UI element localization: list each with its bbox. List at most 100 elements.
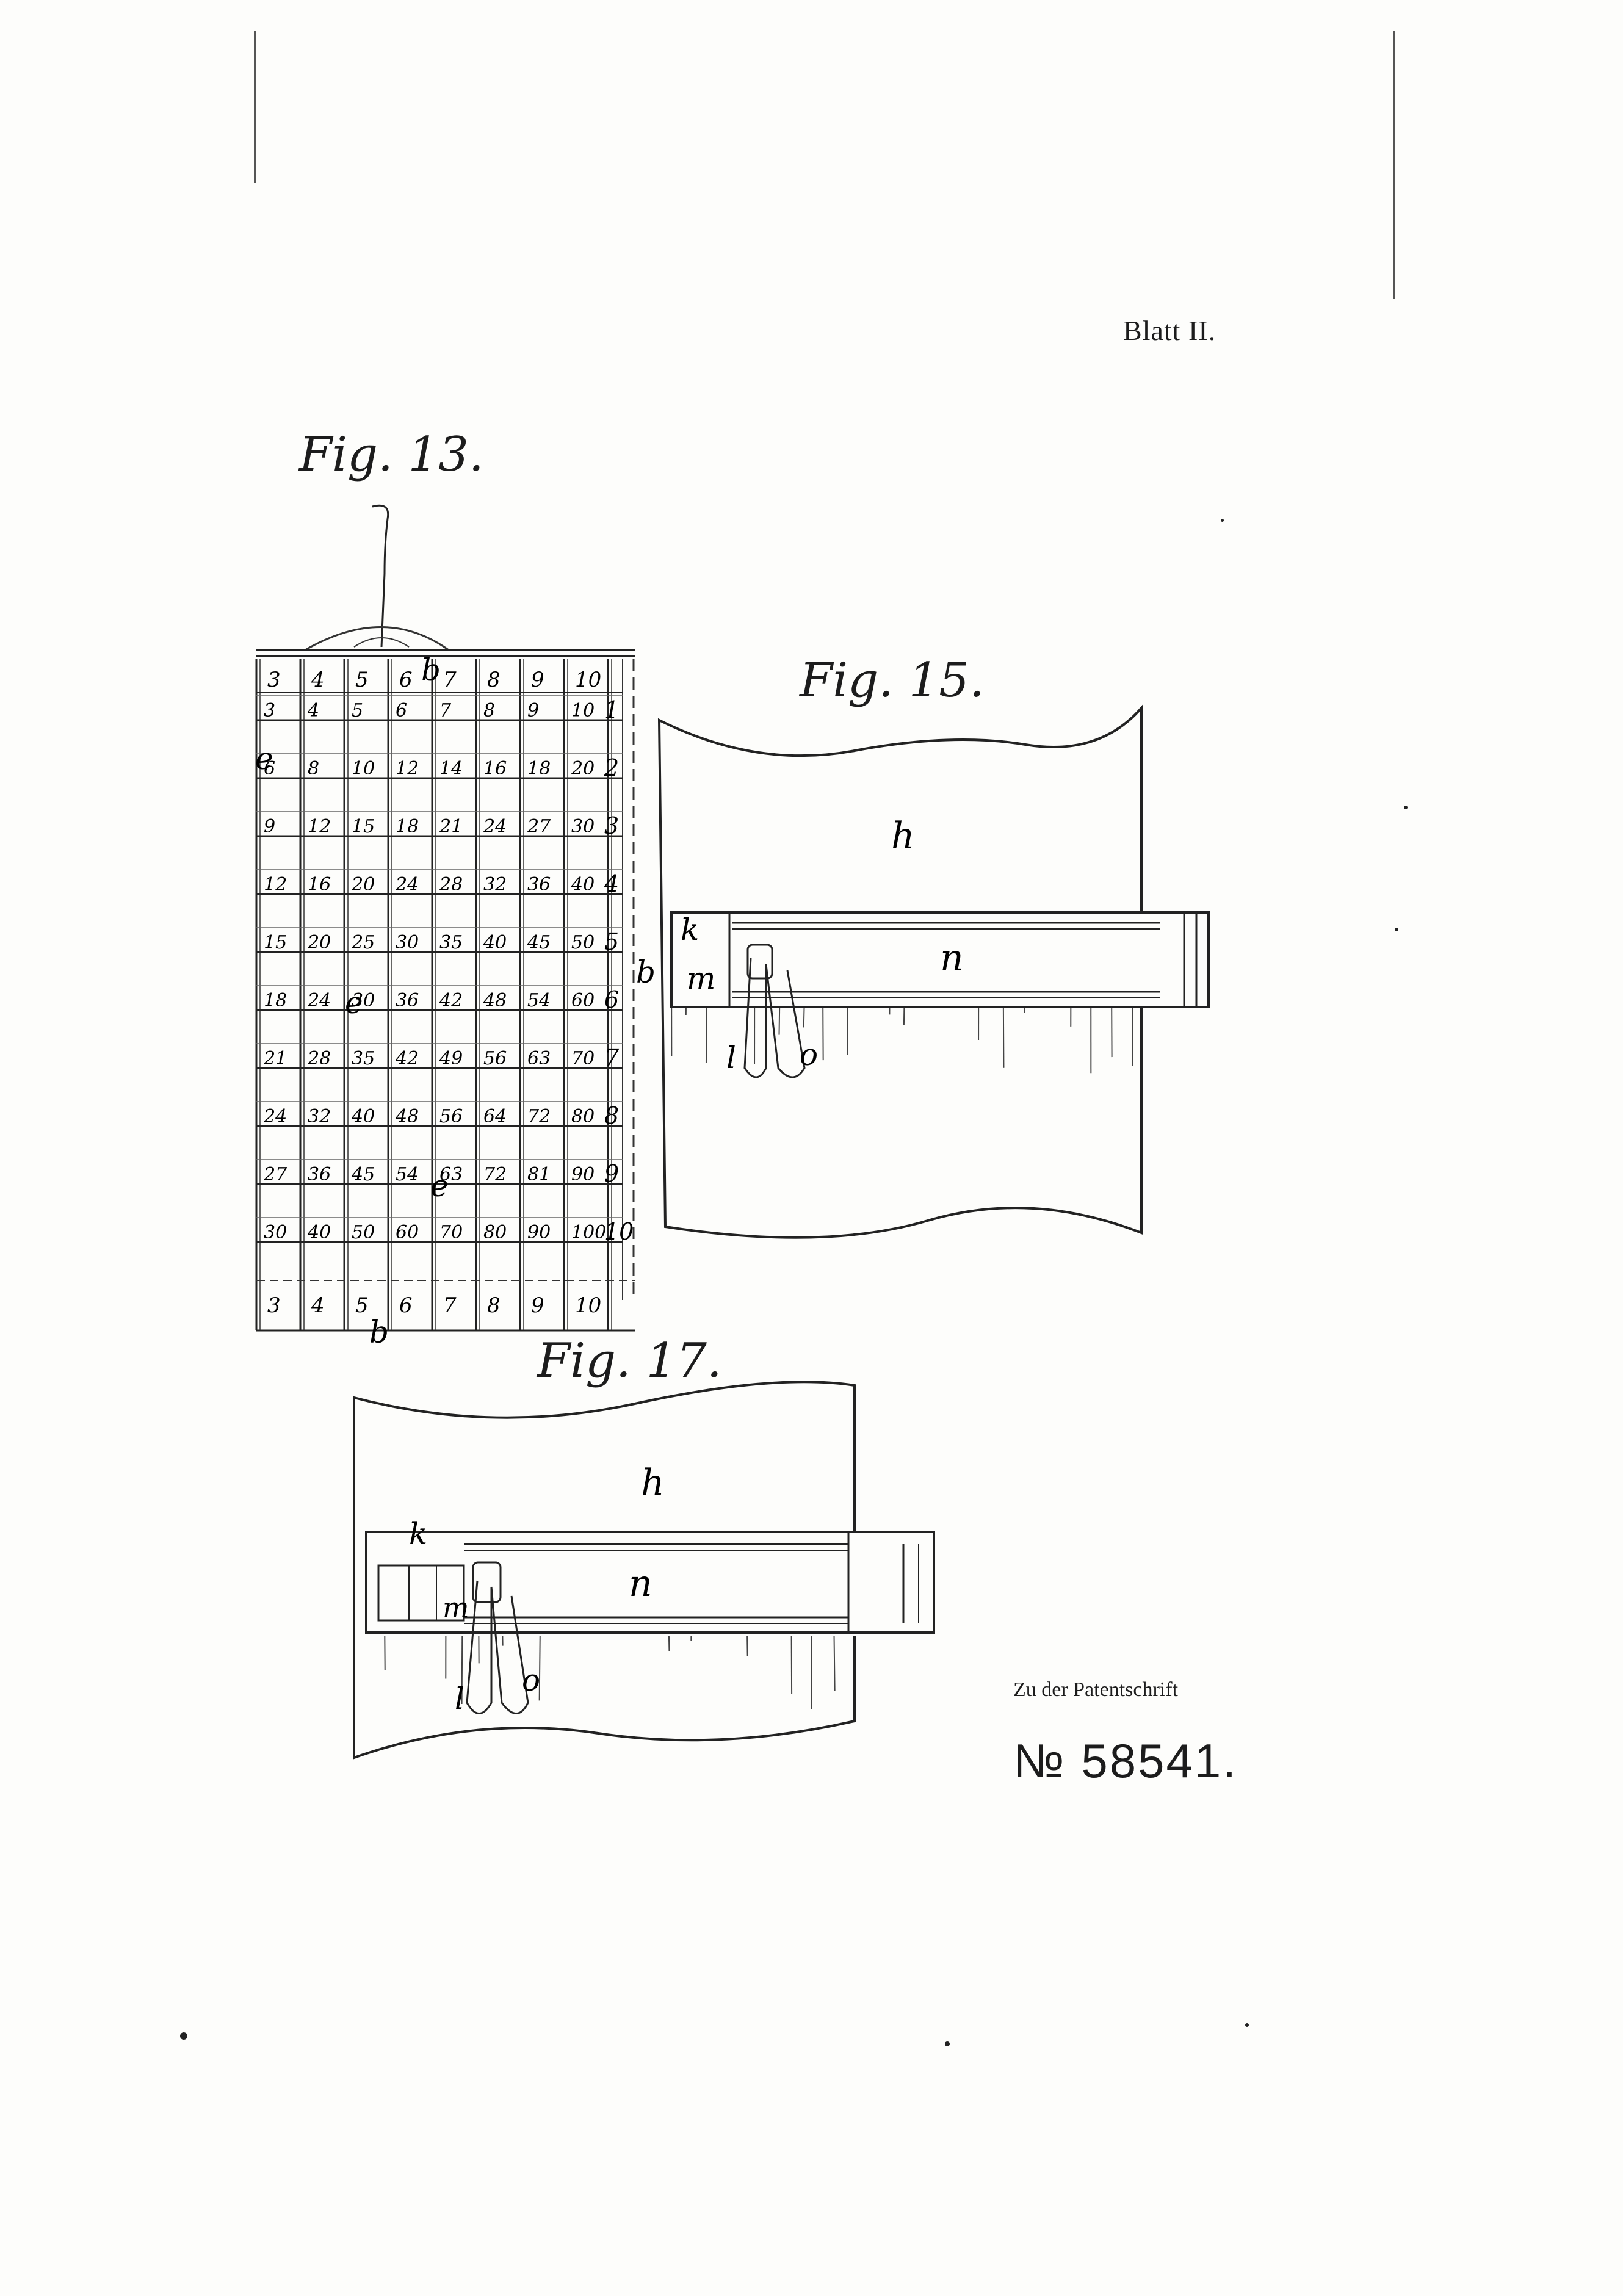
fig13-cell: 36 [396, 990, 419, 1011]
fig13-header-cell: 7 [443, 668, 457, 692]
fig13-cell: 63 [527, 1048, 551, 1069]
fig13-footer-cell: 9 [531, 1293, 544, 1318]
fig17-letter-h: h [641, 1462, 665, 1504]
fig13-cell: 9 [527, 700, 539, 721]
fig13-cell: 30 [352, 990, 375, 1011]
fig13-cell: 18 [396, 816, 419, 837]
speck [180, 2032, 187, 2040]
fig13-cell: 16 [308, 874, 331, 895]
fig13-cell: 35 [439, 932, 463, 953]
fig13-cell: 24 [483, 816, 507, 837]
fig13-cell: 40 [351, 1106, 375, 1127]
fig13-footer-cell: 3 [267, 1293, 281, 1318]
fig13-header-cell: 6 [399, 668, 413, 692]
fig13-header-cell: 9 [531, 668, 544, 692]
fig15-letter-k: k [681, 912, 699, 947]
fig15-letter-o: o [800, 1037, 818, 1072]
fig13-row-label: 1 [604, 696, 619, 723]
fig13-label: Fig. 13. [299, 427, 484, 482]
fig13-letter-b-bottom: b [369, 1315, 389, 1350]
right-margin-line [1393, 31, 1395, 299]
fig13-cell: 64 [483, 1106, 507, 1127]
fig13-letter-e-2: e [345, 985, 363, 1020]
fig13-cell: 28 [307, 1048, 331, 1069]
fig13-cell: 4 [307, 700, 319, 721]
fig13-cell: 60 [571, 990, 595, 1011]
fig13-row-label: 10 [604, 1218, 634, 1245]
fig13-cell: 63 [439, 1164, 463, 1185]
fig17-letter-n: n [629, 1562, 652, 1605]
fig13-cell: 70 [571, 1048, 595, 1069]
fig13-footer-cell: 4 [311, 1293, 325, 1318]
fig13-header-cell: 5 [355, 668, 369, 692]
fig13-cell: 6 [396, 700, 407, 721]
fig17-letter-o: o [522, 1662, 540, 1698]
fig13-cell: 90 [571, 1164, 595, 1185]
fig15-letter-h: h [891, 815, 915, 857]
fig13-cell: 20 [307, 932, 331, 953]
fig13-cell: 90 [527, 1222, 551, 1243]
fig13-cell: 35 [352, 1048, 375, 1069]
fig13-cell: 80 [571, 1106, 595, 1127]
fig13-cell: 54 [396, 1164, 419, 1185]
fig15-letter-m: m [687, 961, 715, 996]
fig13-header-cell: 8 [487, 668, 501, 692]
fig17-drawing: h k m n l o [353, 1381, 952, 1760]
fig13-row-label: 8 [604, 1102, 619, 1129]
fig13-header-cell: 3 [267, 668, 281, 692]
fig13-footer-cell: 10 [575, 1293, 601, 1318]
fig13-cell: 40 [307, 1222, 331, 1243]
fig13-cell: 21 [439, 816, 463, 837]
fig13-row-label: 6 [604, 986, 619, 1013]
fig17-letter-l: l [455, 1681, 464, 1716]
fig13-cell: 28 [439, 874, 463, 895]
fig13-cell: 24 [263, 1106, 287, 1127]
fig13-cell: 24 [307, 990, 331, 1011]
fig13-cell: 15 [264, 932, 287, 953]
fig13-row-label: 9 [604, 1160, 619, 1187]
fig13-footer-cell: 6 [399, 1293, 413, 1318]
fig13-cell: 27 [527, 816, 551, 837]
fig13-row-label: 4 [604, 870, 619, 897]
fig13-cell: 36 [527, 874, 551, 895]
fig15-letter-l: l [726, 1040, 736, 1075]
fig13-cell: 48 [395, 1106, 419, 1127]
fig13-cell: 25 [351, 932, 375, 953]
fig13-footer-cell: 5 [355, 1293, 369, 1318]
fig13-cell: 9 [264, 816, 275, 837]
fig13-cell: 49 [439, 1048, 463, 1069]
fig13-cell: 12 [396, 758, 419, 779]
fig13-cell: 54 [527, 990, 551, 1011]
fig13-cell: 6 [264, 758, 275, 779]
fig13-cell: 81 [527, 1164, 551, 1185]
fig13-cell: 10 [352, 758, 375, 779]
fig13-row-label: 2 [604, 754, 619, 781]
fig13-cell: 36 [308, 1164, 331, 1185]
fig13-cell: 32 [308, 1106, 331, 1127]
fig13-cell: 80 [483, 1222, 507, 1243]
fig13-cell: 7 [439, 700, 452, 721]
patent-caption: Zu der Patentschrift [1013, 1678, 1179, 1701]
speck [1221, 519, 1224, 522]
fig17-letter-k: k [409, 1516, 427, 1551]
sheet-label: Blatt II. [1123, 315, 1216, 346]
fig13-cell: 20 [571, 758, 595, 779]
fig15-letter-b: b [636, 955, 656, 990]
fig13-cell: 18 [527, 758, 551, 779]
fig13-cell: 18 [264, 990, 287, 1011]
fig13-cell: 30 [571, 816, 595, 837]
fig17-letter-m: m [443, 1591, 469, 1624]
fig13-cell: 27 [263, 1164, 287, 1185]
fig13-cell: 8 [483, 700, 495, 721]
fig13-cell: 16 [483, 758, 507, 779]
left-margin-line [254, 31, 256, 183]
fig13-cell: 50 [352, 1222, 375, 1243]
fig13-header-cell: 10 [575, 668, 601, 692]
fig13-cell: 100 [571, 1222, 606, 1243]
fig13-cell: 3 [264, 700, 275, 721]
fig13-footer-cell: 7 [443, 1293, 457, 1318]
speck [1245, 2023, 1249, 2027]
fig13-cell: 20 [351, 874, 375, 895]
